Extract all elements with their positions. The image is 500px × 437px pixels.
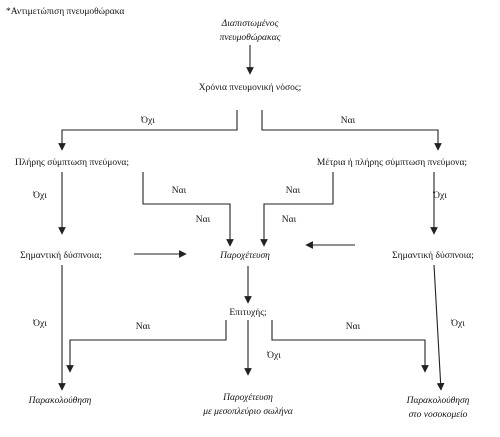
label-chronic-yes: Ναι — [341, 116, 356, 126]
arrow-success-yes-right — [271, 320, 429, 373]
label-success-no: Όχι — [266, 351, 281, 361]
label-dyspnea-right-no: Όχι — [450, 319, 465, 329]
label-full-yes-upper: Ναι — [172, 186, 187, 196]
node-outcome-hospital-line1: Παρακολούθηση — [406, 396, 470, 406]
label-moderate-yes-upper: Ναι — [286, 186, 301, 196]
label-success-yes-right: Ναι — [346, 322, 361, 332]
label-moderate-no: Όχι — [432, 191, 447, 201]
label-dyspnea-left-no: Όχι — [32, 319, 47, 329]
arrow-chronic-yes — [261, 110, 442, 151]
node-moderate-collapse: Μέτρια ή πλήρης σύμπτωση πνεύμονα; — [317, 158, 467, 168]
arrow-full-yes — [142, 172, 234, 247]
arrow-dyspnea-right-no — [433, 264, 445, 391]
node-start-line2: πνευμοθώρακας — [220, 33, 281, 43]
label-success-yes-left: Ναι — [136, 322, 151, 332]
node-chronic-disease: Χρόνια πνευμονική νόσος; — [199, 83, 301, 93]
node-drainage: Παροχέτευση — [219, 251, 270, 261]
label-chronic-no: Όχι — [140, 116, 155, 126]
node-outcome-hospital-line2: στο νοσοκομείο — [409, 410, 468, 420]
arrow-chronic-no — [58, 110, 238, 151]
node-outcome-tube-line2: με μεσοπλεύριο σωλήνα — [202, 407, 294, 417]
label-moderate-yes-lower: Ναι — [282, 215, 297, 225]
arrow-moderate-yes — [260, 172, 334, 247]
node-start-line1: Διαπιστωμένος — [221, 19, 279, 29]
arrow-success-yes-left — [66, 320, 227, 373]
node-outcome-tube-line1: Παροχέτευση — [222, 393, 273, 403]
node-dyspnea-right: Σημαντική δύσπνοια; — [392, 251, 474, 261]
node-full-collapse: Πλήρης σύμπτωση πνεύμονα; — [15, 158, 129, 168]
node-outcome-followup: Παρακολούθηση — [28, 396, 92, 406]
node-dyspnea-left: Σημαντική δύσπνοια; — [20, 251, 102, 261]
diagram-title: *Αντιμετώπιση πνευμοθώρακα — [6, 7, 124, 17]
label-full-yes-lower: Ναι — [196, 215, 211, 225]
label-full-no: Όχι — [32, 191, 47, 201]
node-success: Επιτυχής; — [229, 308, 266, 318]
